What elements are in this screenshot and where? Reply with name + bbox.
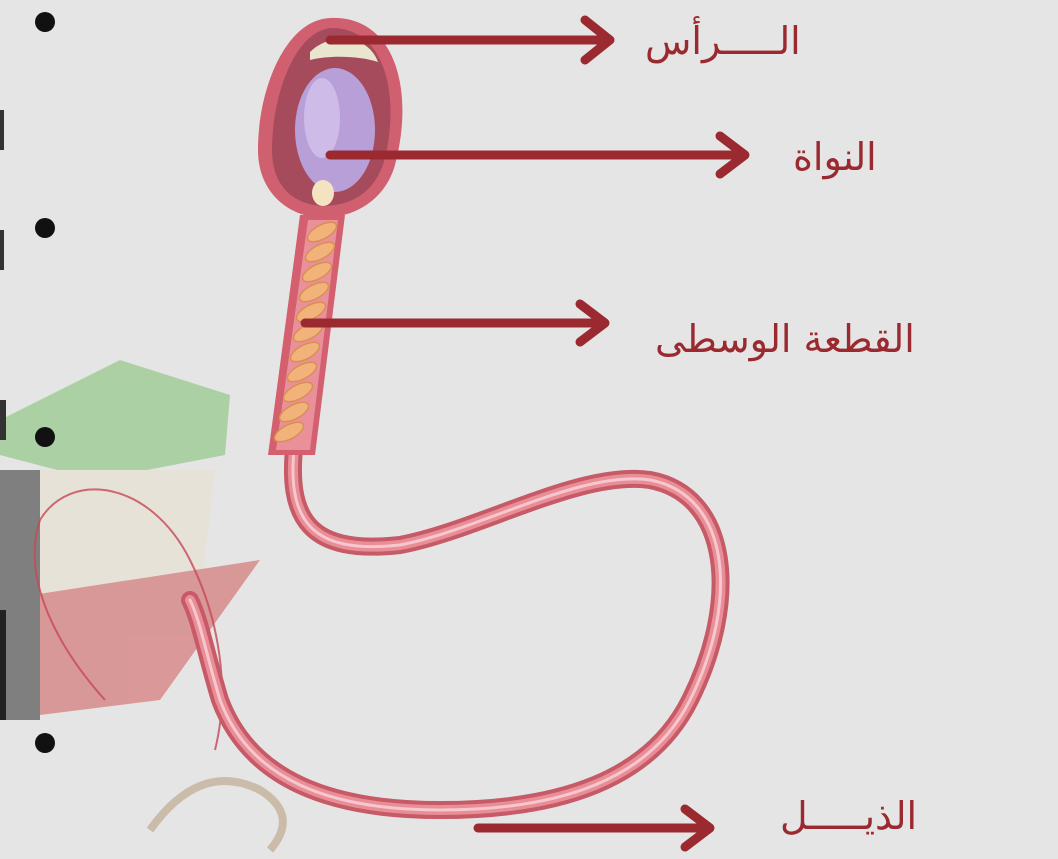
label-tail: الذيـــــل [780, 797, 917, 835]
edge-mark [0, 230, 4, 270]
sperm-tail [190, 440, 721, 810]
arrow-midpiece [305, 304, 605, 342]
bullet [35, 733, 55, 753]
sperm-midpiece [268, 215, 345, 455]
bullet [35, 218, 55, 238]
bullet [35, 427, 55, 447]
sperm-head [258, 18, 402, 218]
label-midpiece: القطعة الوسطى [655, 320, 915, 358]
watermark-cap [0, 360, 230, 480]
edge-mark [0, 110, 4, 150]
bullet [35, 12, 55, 32]
edge-mark [0, 400, 6, 440]
label-nucleus: النواة [793, 138, 877, 176]
edge-mark [0, 610, 6, 720]
watermark-script [150, 781, 283, 850]
centriole [312, 180, 334, 206]
label-head: الـــــرأس [645, 22, 801, 60]
